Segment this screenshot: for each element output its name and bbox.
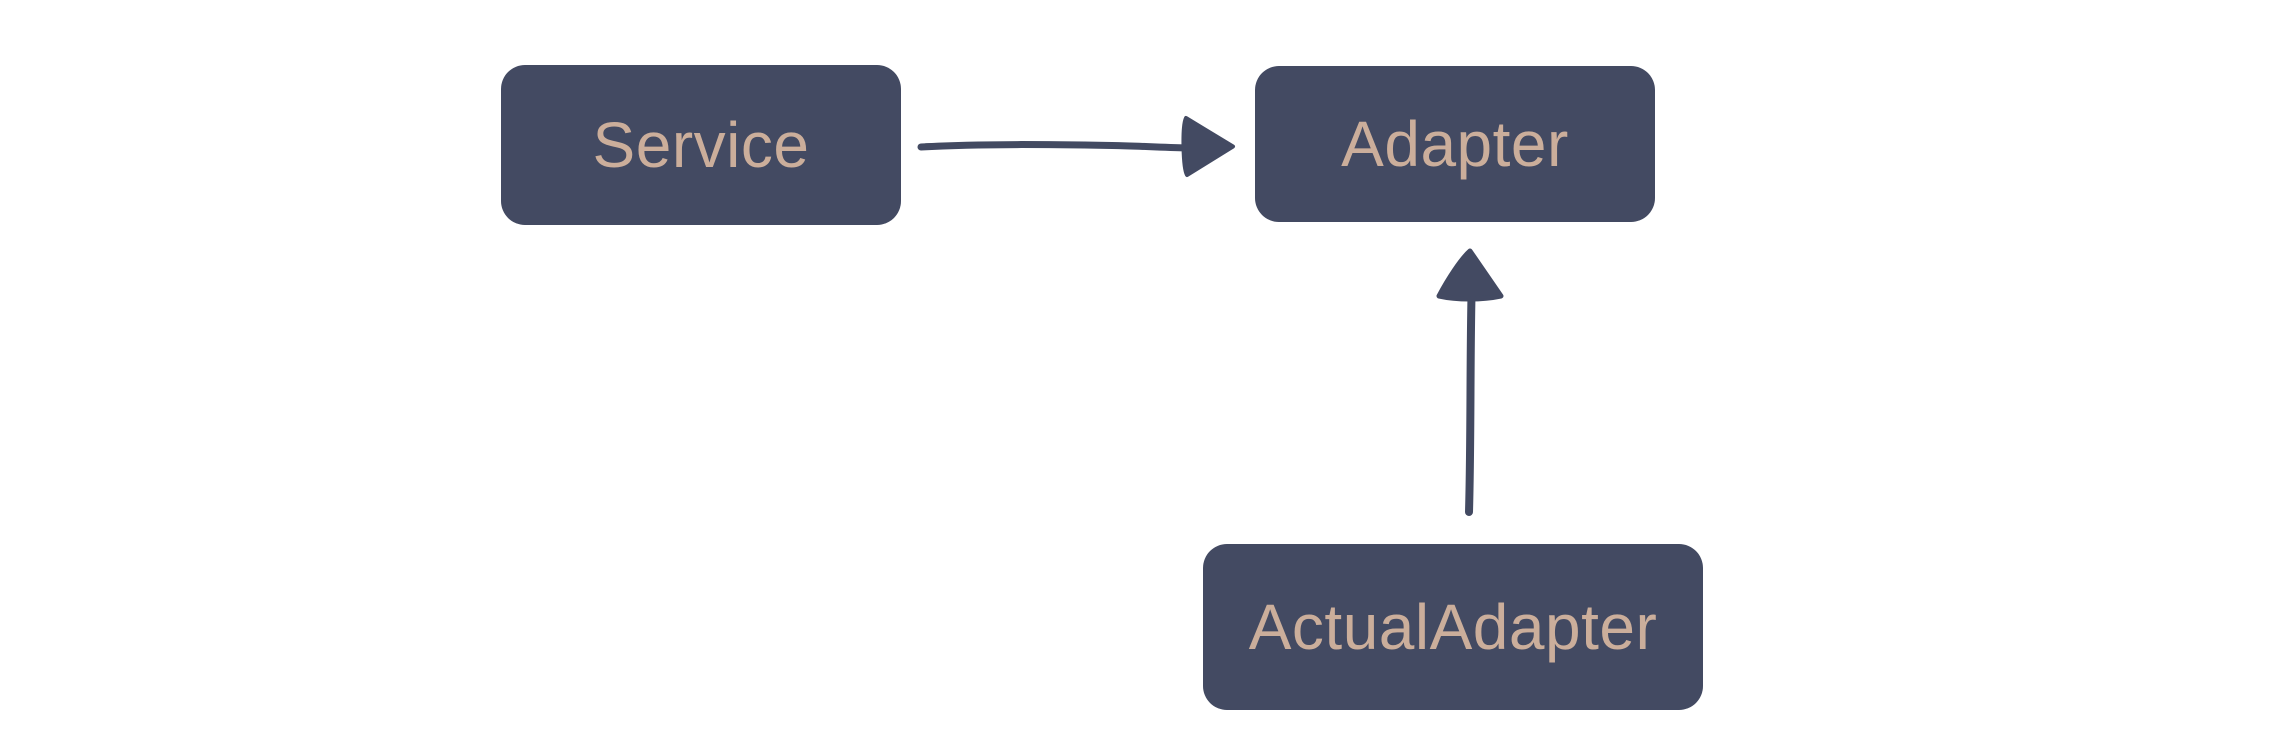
edge-line-vertical-sketch	[1468, 296, 1473, 510]
edge-line-horizontal-sketch	[924, 142, 1190, 150]
node-actual-adapter[interactable]: ActualAdapter	[1203, 544, 1703, 710]
node-adapter-label: Adapter	[1341, 108, 1569, 180]
arrowhead-right-icon	[1181, 116, 1235, 177]
edge-line-vertical	[1465, 292, 1476, 516]
arrowhead-up-icon	[1436, 248, 1504, 302]
edge-actualadapter-to-adapter[interactable]	[1436, 248, 1504, 516]
node-service[interactable]: Service	[501, 65, 901, 225]
node-service-label: Service	[592, 109, 810, 181]
edge-line-horizontal	[917, 141, 1194, 152]
node-adapter[interactable]: Adapter	[1255, 66, 1655, 222]
node-actual-adapter-label: ActualAdapter	[1248, 591, 1658, 663]
edge-service-to-adapter[interactable]	[917, 116, 1235, 177]
